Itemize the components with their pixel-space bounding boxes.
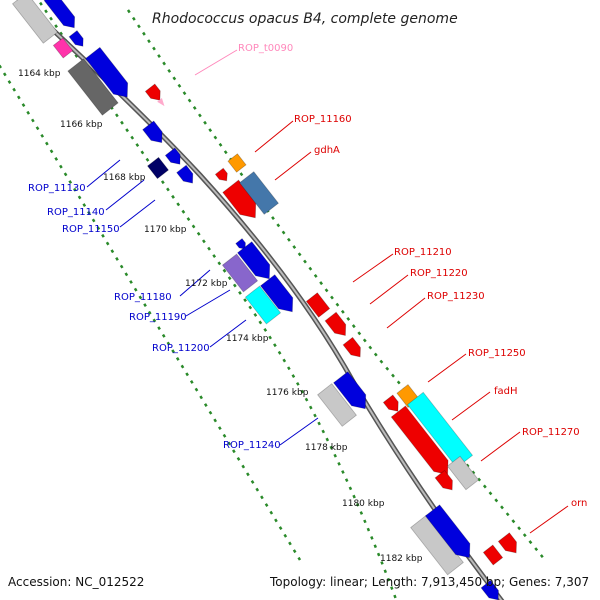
- gene-label-ROP_11270[interactable]: ROP_11270: [522, 427, 580, 438]
- tick-label: 1172 kbp: [185, 279, 228, 289]
- gene-arrow[interactable]: [176, 164, 198, 187]
- gene-label-ROP_t0090[interactable]: ROP_t0090: [238, 43, 293, 54]
- tick-label: 1164 kbp: [18, 69, 61, 79]
- gene-label-orn[interactable]: orn: [571, 498, 587, 509]
- leader-ROP_11160: [254, 120, 294, 153]
- guide-line-left: [36, 0, 398, 600]
- gene-label-ROP_11180[interactable]: ROP_11180: [114, 292, 172, 303]
- gene-label-fadH[interactable]: fadH: [494, 386, 518, 397]
- tick-label: 1178 kbp: [305, 443, 348, 453]
- leader-ROP_11210: [352, 253, 394, 283]
- accession-text: Accession: NC_012522: [8, 575, 144, 589]
- gene-block[interactable]: [221, 253, 259, 293]
- tick-label: 1170 kbp: [144, 225, 187, 235]
- leader-ROP_11220: [369, 274, 409, 305]
- guide-lines: [0, 0, 546, 600]
- gene-label-ROP_11220[interactable]: ROP_11220: [410, 268, 468, 279]
- gene-label-ROP_11250[interactable]: ROP_11250: [468, 348, 526, 359]
- leader-fadH: [451, 391, 491, 421]
- gene-arrow[interactable]: [43, 0, 80, 32]
- gene-block[interactable]: [317, 383, 357, 427]
- gene-arrow[interactable]: [237, 241, 277, 285]
- leader-ROP_11150: [119, 199, 156, 228]
- gene-arrow[interactable]: [164, 147, 184, 168]
- gene-arrow[interactable]: [214, 167, 230, 184]
- leader-lines: [86, 49, 569, 534]
- gene-block[interactable]: [52, 37, 74, 59]
- gene-block[interactable]: [482, 544, 504, 566]
- tick-label: 1168 kbp: [103, 173, 146, 183]
- gene-label-gdhA[interactable]: gdhA: [314, 145, 340, 156]
- gene-arrow[interactable]: [324, 311, 351, 340]
- tick-label: 1180 kbp: [342, 499, 385, 509]
- gene-label-ROP_11140[interactable]: ROP_11140: [47, 207, 105, 218]
- gene-label-ROP_11160[interactable]: ROP_11160: [294, 114, 352, 125]
- gene-block[interactable]: [11, 0, 59, 44]
- leader-ROP_11140: [105, 179, 145, 211]
- gene-arrow[interactable]: [434, 469, 457, 493]
- gene-label-ROP_11230[interactable]: ROP_11230: [427, 291, 485, 302]
- leader-ROP_11130: [86, 159, 121, 188]
- leader-ROP_t0090: [194, 49, 238, 76]
- kbp-ticks: 1164 kbp 1166 kbp 1168 kbp 1170 kbp 1172…: [18, 69, 423, 564]
- gene-arrow[interactable]: [68, 30, 87, 50]
- gene-arrow[interactable]: [480, 579, 503, 600]
- gene-arrow[interactable]: [85, 46, 135, 102]
- leader-gdhA: [274, 151, 312, 181]
- leader-ROP_11200: [209, 319, 247, 348]
- gene-arrow[interactable]: [497, 532, 521, 557]
- genome-stats-text: Topology: linear; Length: 7,913,450 bp; …: [269, 575, 589, 589]
- gene-block[interactable]: [67, 58, 119, 116]
- gene-labels: ROP_t0090 ROP_11160 gdhA ROP_11130 ROP_1…: [28, 43, 587, 509]
- gene-block[interactable]: [446, 455, 480, 491]
- guide-line-far-left: [0, 64, 302, 561]
- leader-ROP_11270: [480, 431, 521, 462]
- gene-arrow[interactable]: [424, 504, 476, 563]
- leader-ROP_11240: [279, 417, 319, 446]
- leader-ROP_11230: [386, 297, 426, 329]
- gene-block[interactable]: [305, 292, 331, 318]
- gene-label-ROP_11190[interactable]: ROP_11190: [129, 312, 187, 323]
- leader-ROP_11190: [185, 289, 231, 317]
- tick-label: 1182 kbp: [380, 554, 423, 564]
- gene-arrow[interactable]: [260, 274, 300, 318]
- leader-ROP_11250: [427, 353, 467, 383]
- gene-track: [11, 0, 521, 600]
- gene-arrow[interactable]: [390, 405, 454, 480]
- gene-block[interactable]: [244, 285, 282, 325]
- gene-block[interactable]: [239, 171, 279, 215]
- gene-block[interactable]: [227, 153, 247, 173]
- gene-arrow[interactable]: [382, 394, 402, 415]
- leader-ROP_11180: [179, 269, 211, 297]
- gene-label-ROP_11200[interactable]: ROP_11200: [152, 343, 210, 354]
- gene-label-ROP_11150[interactable]: ROP_11150: [62, 224, 120, 235]
- tick-label: 1176 kbp: [266, 388, 309, 398]
- tick-label: 1166 kbp: [60, 120, 103, 130]
- gene-label-ROP_11210[interactable]: ROP_11210: [394, 247, 452, 258]
- gene-arrow[interactable]: [333, 371, 373, 415]
- trna-marker[interactable]: [157, 98, 167, 108]
- gene-arrow[interactable]: [342, 336, 365, 360]
- gene-label-ROP_11240[interactable]: ROP_11240: [223, 440, 281, 451]
- gene-label-ROP_11130[interactable]: ROP_11130: [28, 183, 86, 194]
- tick-label: 1174 kbp: [226, 334, 269, 344]
- leader-orn: [529, 505, 569, 534]
- gene-arrow[interactable]: [144, 83, 164, 104]
- gene-arrow[interactable]: [142, 120, 168, 147]
- genome-title: Rhodococcus opacus B4, complete genome: [152, 11, 458, 27]
- gene-block[interactable]: [146, 156, 170, 180]
- gene-arrow[interactable]: [235, 238, 248, 252]
- guide-line-right: [126, 9, 546, 561]
